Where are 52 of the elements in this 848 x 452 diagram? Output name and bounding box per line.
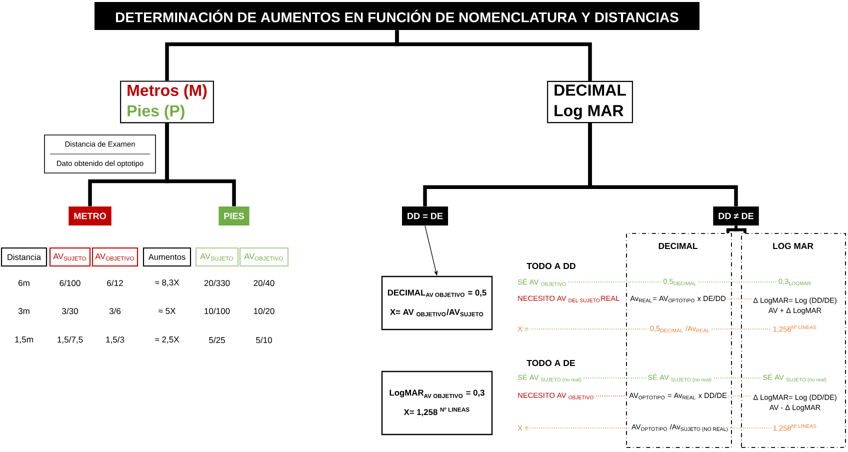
tag: METRO bbox=[68, 206, 112, 226]
section-heading: TODO A DD bbox=[526, 262, 576, 270]
table-value: 5/10 bbox=[256, 336, 272, 344]
table-value: 1,5m bbox=[15, 336, 33, 344]
formula-text: $\text{SÉ AV }_{\text{SUJETO (no real)}}$ bbox=[518, 374, 582, 382]
formula-text: $\text{SÉ AV }_{\text{SUJETO (no real)}}$ bbox=[763, 374, 826, 382]
table-value: 20/40 bbox=[254, 280, 274, 286]
table-value: 1,5/3 bbox=[106, 336, 124, 344]
table-value: 10/20 bbox=[254, 308, 274, 314]
table-value: 10/100 bbox=[204, 308, 230, 314]
category-box: Metros (M) Pies (P) bbox=[120, 80, 214, 124]
section-heading: TODO A DE bbox=[526, 360, 575, 366]
header-cell: Distancia bbox=[0, 247, 48, 267]
category-box: DECIMAL Log MAR bbox=[547, 80, 633, 124]
table-value: ≈ 2,5X bbox=[154, 336, 180, 344]
connector bbox=[165, 123, 236, 206]
tag: PIES bbox=[218, 206, 250, 226]
table-value: 3m bbox=[18, 308, 30, 314]
formula-text: $\text{SÉ AV }_{\text{SUJETO (no real)}}$ bbox=[648, 374, 712, 382]
condition-tag: DD ≠ DE bbox=[713, 206, 759, 226]
condition-tag: DD = DE bbox=[402, 206, 448, 226]
leader-line bbox=[530, 328, 649, 330]
leader-line bbox=[711, 328, 772, 330]
header-cell: AV$_{OBJETIVO}$ bbox=[239, 247, 289, 267]
connector bbox=[726, 226, 738, 233]
header-cell: AV$_{OBJETIVO}$ bbox=[92, 247, 138, 267]
table-value: 20/330 bbox=[204, 280, 230, 286]
title-box: DETERMINACIÓN DE AUMENTOS EN FUNCIÓN DE NOMENCLATURA Y DISTANCIAS bbox=[94, 2, 700, 30]
connector bbox=[395, 30, 592, 81]
formula-box: $\text{DECIMAL}_{\text{AV OBJETIVO}}\text{ = 0,5}$ X= AV $_{OBJETIVO}$/AV$_{SUJETO}$ bbox=[381, 276, 493, 330]
table-value: 3/30 bbox=[62, 308, 78, 314]
header-cell: Aumentos bbox=[142, 247, 192, 267]
header-cell: AV$_{SUJETO}$ bbox=[195, 247, 239, 267]
table-value: 1,5/7,5 bbox=[58, 336, 83, 344]
leader-line bbox=[727, 298, 752, 300]
table-value: 3/6 bbox=[109, 308, 121, 314]
column-heading: DECIMAL bbox=[658, 242, 698, 250]
table-value: 5/25 bbox=[209, 336, 225, 344]
formula-text: $\text{1,258}^{\text{Nº LINEAS}}$ bbox=[773, 424, 816, 432]
table-value: ≈ 5X bbox=[158, 308, 176, 314]
table-value: ≈ 8,3X bbox=[154, 279, 180, 287]
table-value: 6m bbox=[18, 280, 30, 286]
column-heading: LOG MAR bbox=[773, 242, 814, 250]
table-value: 6/12 bbox=[107, 280, 123, 286]
connector bbox=[734, 226, 746, 233]
header-cell: AV$_{SUJETO}$ bbox=[49, 247, 91, 267]
formula-text: $\text{NECESITO AV }_{\text{DEL SUJETO}}\text{REAL}$ bbox=[518, 296, 620, 302]
formula-box: $\text{LogMAR}_{\text{AV OBJETIVO}}\text{ = 0,3}$ $\text{X= 1,258 }^{\text{Nº LINEAS}}$ bbox=[381, 370, 493, 436]
connector bbox=[588, 123, 738, 206]
formula-text: $\text{AV}_{\text{OPTOTIPO}}\text{ /Av}_{\text{SUJETO (NO REAL)}}$ bbox=[632, 424, 728, 432]
formula-text: $\text{1,258}^{\text{Nº LINEAS}}$ bbox=[773, 325, 816, 333]
table-value: 6/100 bbox=[60, 280, 80, 286]
